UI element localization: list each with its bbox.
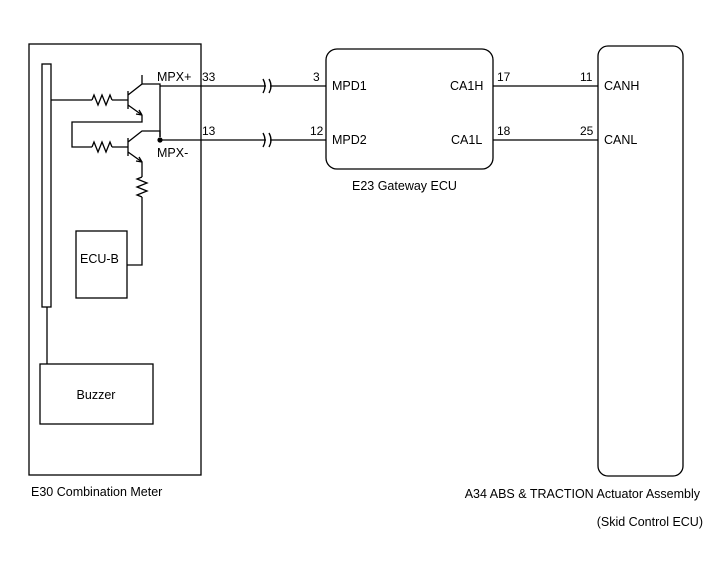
pin-ca1l: 18 <box>497 124 511 138</box>
lower-transistor <box>127 130 161 177</box>
upper-base-resistor <box>51 93 128 107</box>
lower-base-resistor <box>71 115 143 154</box>
upper-transistor <box>127 75 143 116</box>
pin-canh: 11 <box>580 70 593 84</box>
mpd2-label: MPD2 <box>332 133 367 147</box>
ecu-b-label: ECU-B <box>80 252 119 266</box>
upper-collector-wire <box>142 83 161 137</box>
ca1h-label: CA1H <box>450 79 483 93</box>
lower-transistor-arrow <box>135 156 143 163</box>
pull-up-resistor <box>127 176 149 266</box>
combination-meter-caption: E30 Combination Meter <box>31 485 162 499</box>
upper-transistor-arrow <box>135 109 143 116</box>
mpx-plus-break <box>262 78 272 94</box>
abs-actuator-caption: A34 ABS & TRACTION Actuator Assembly <box>465 487 701 501</box>
abs-actuator-box <box>597 45 684 477</box>
pin-mpd1: 3 <box>313 70 320 84</box>
mpx-plus-label: MPX+ <box>157 70 191 84</box>
pin-mpx-plus: 33 <box>202 70 216 84</box>
mpd1-label: MPD1 <box>332 79 367 93</box>
mpx-minus-break <box>262 132 272 148</box>
canl-label: CANL <box>604 133 637 147</box>
gateway-ecu-box <box>325 48 494 170</box>
pin-canl: 25 <box>580 124 594 138</box>
ecu-b-box <box>75 230 128 299</box>
pin-mpd2: 12 <box>310 124 324 138</box>
pin-mpx-minus: 13 <box>202 124 216 138</box>
buzzer-box <box>39 363 154 425</box>
pin-ca1h: 17 <box>497 70 511 84</box>
ca1l-label: CA1L <box>451 133 482 147</box>
gateway-ecu-caption: E23 Gateway ECU <box>352 179 457 193</box>
combination-meter-box <box>28 43 202 476</box>
meter-ic-bar <box>41 63 52 308</box>
mpx-minus-label: MPX- <box>157 146 188 160</box>
canh-label: CANH <box>604 79 639 93</box>
mpx-junction-dot <box>157 137 163 143</box>
buzzer-label: Buzzer <box>77 388 116 402</box>
skid-control-ecu-caption: (Skid Control ECU) <box>597 515 703 529</box>
